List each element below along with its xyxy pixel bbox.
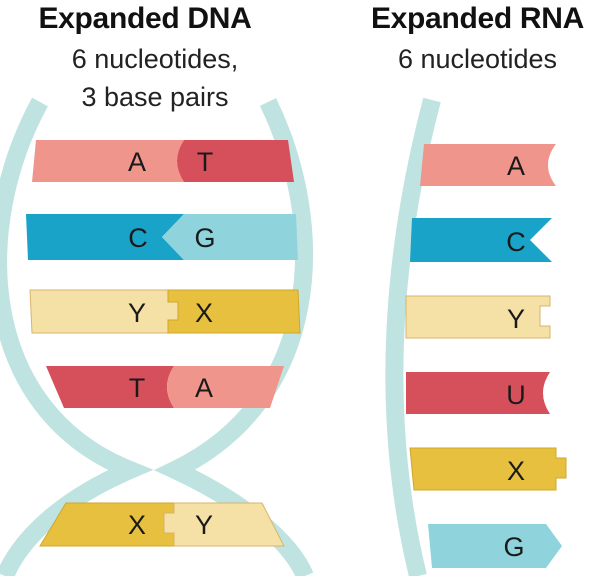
dna-pair-2-right-label: G xyxy=(194,223,215,253)
dna-pair-4-right-label: A xyxy=(195,373,213,403)
dna-pair-3: Y X xyxy=(29,289,301,334)
rna-nucleotide-2-label: C xyxy=(506,227,526,257)
rna-nucleotide-3: Y xyxy=(405,295,551,339)
rna-nucleotide-5-shape xyxy=(409,447,567,491)
rna-nucleotide-1-label: A xyxy=(507,151,525,181)
dna-pair-2: C G xyxy=(26,214,298,260)
rna-nucleotide-4-shape xyxy=(406,372,550,414)
dna-pair-4-left-label: T xyxy=(129,373,146,403)
rna-nucleotide-1: A xyxy=(420,144,556,186)
rna-nucleotide-5: X xyxy=(409,447,567,491)
rna-nucleotide-6-label: G xyxy=(503,532,524,562)
rna-title: Expanded RNA xyxy=(370,2,585,35)
dna-pair-1-left-label: A xyxy=(128,147,146,177)
rna-nucleotide-5-label: X xyxy=(507,456,525,486)
rna-nucleotide-3-label: Y xyxy=(507,304,525,334)
dna-pair-2-left-label: C xyxy=(128,223,148,253)
dna-pair-5-left-label: X xyxy=(128,510,146,540)
dna-pair-3-left-label: Y xyxy=(128,298,146,328)
dna-subtitle-line2: 3 base pairs xyxy=(81,82,229,112)
dna-pair-2-right-nucleotide xyxy=(162,214,298,260)
dna-pair-5-right-label: Y xyxy=(195,510,213,540)
rna-nucleotide-6: G xyxy=(428,524,562,568)
dna-pair-2-left-nucleotide xyxy=(26,214,184,260)
dna-pair-1-left-nucleotide xyxy=(32,140,184,182)
dna-pair-3-right-label: X xyxy=(195,298,213,328)
dna-pair-5: X Y xyxy=(39,502,285,547)
rna-nucleotide-4: U xyxy=(406,372,550,414)
dna-pair-4-left-nucleotide xyxy=(46,366,174,408)
rna-nucleotide-2: C xyxy=(410,218,552,262)
rna-nucleotide-2-shape xyxy=(410,218,552,262)
dna-pair-3-left-nucleotide xyxy=(29,289,179,334)
rna-backbone xyxy=(385,97,441,576)
rna-nucleotide-6-shape xyxy=(428,524,562,568)
dna-backbone-left xyxy=(0,97,154,576)
dna-pair-1-right-label: T xyxy=(197,147,214,177)
rna-subtitle: 6 nucleotides xyxy=(397,44,558,74)
dna-title: Expanded DNA xyxy=(38,2,252,35)
dna-pair-5-right-nucleotide xyxy=(163,502,285,547)
dna-pair-1-right-nucleotide xyxy=(177,140,294,182)
dna-subtitle-line1: 6 nucleotides, xyxy=(71,44,239,74)
dna-pair-1: A T xyxy=(32,140,294,182)
rna-nucleotide-1-shape xyxy=(420,144,556,186)
dna-pair-3-right-nucleotide xyxy=(167,289,301,334)
rna-nucleotide-3-shape xyxy=(405,295,551,339)
dna-pair-4: T A xyxy=(46,366,284,408)
dna-pair-4-right-nucleotide xyxy=(167,366,284,408)
rna-nucleotide-4-label: U xyxy=(506,380,526,410)
